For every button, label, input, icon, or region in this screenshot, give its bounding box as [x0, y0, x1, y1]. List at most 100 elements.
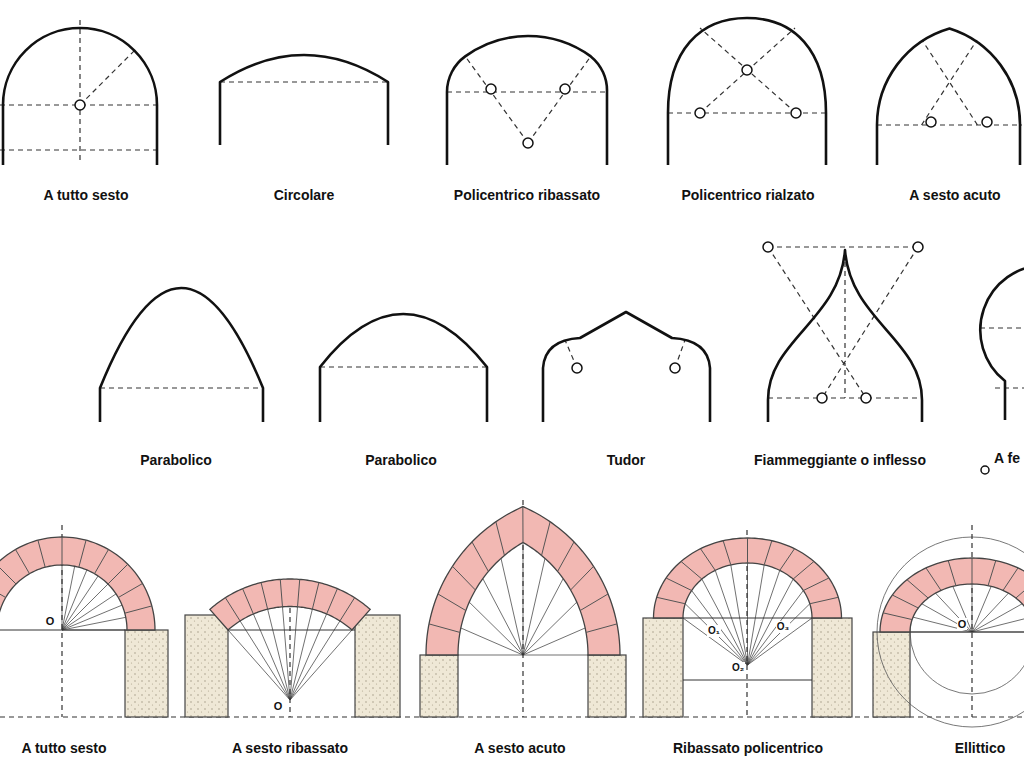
construction-line — [922, 604, 972, 632]
arch-stroke — [982, 117, 992, 127]
voussoir-joint — [79, 540, 86, 567]
construction-line — [972, 593, 1008, 632]
voussoir-joint — [108, 564, 128, 584]
voussoir-joint — [496, 522, 505, 556]
arch-stroke — [75, 100, 85, 110]
construction-line — [62, 576, 98, 630]
arch-type-label: Policentrico rialzato — [681, 187, 814, 203]
arch-stroke — [543, 312, 710, 422]
voussoir-joint — [261, 583, 268, 610]
construction-line — [972, 586, 991, 632]
arch-stroke — [812, 618, 852, 717]
construction-line — [290, 614, 327, 700]
arch-stroke — [560, 84, 570, 94]
arch-type-label: Fiammeggiante o inflesso — [754, 452, 926, 468]
arch-stroke — [588, 655, 626, 717]
center-label: O — [273, 700, 284, 713]
arch-stroke — [320, 314, 487, 422]
voussoir-joint — [340, 598, 355, 621]
arch-stroke — [873, 632, 910, 717]
construction-line — [228, 630, 290, 700]
voussoir-joint — [438, 594, 466, 611]
arch-type-label: A tutto sesto — [43, 187, 128, 203]
voussoir-joint — [0, 564, 16, 584]
voussoir-joint — [892, 595, 918, 608]
arch-stroke — [817, 393, 827, 403]
construction-line — [748, 579, 794, 665]
voussoir-joint — [125, 606, 152, 613]
arch-stroke — [228, 630, 355, 631]
center-label: O — [45, 615, 56, 628]
construction-line — [523, 542, 524, 655]
arch-stroke — [447, 36, 607, 165]
voussoir-joint — [0, 584, 6, 598]
voussoir-joint — [225, 598, 240, 621]
construction-line — [458, 655, 523, 656]
arch-stroke — [926, 117, 936, 127]
arch-stroke — [0, 20, 160, 160]
arch-stroke — [668, 18, 826, 165]
arch-stroke — [768, 250, 922, 422]
construction-line — [501, 558, 523, 655]
arch-stroke — [877, 40, 1022, 125]
voussoir-joint — [95, 549, 109, 573]
arch-type-label: Circolare — [274, 187, 335, 203]
arch-stroke — [185, 615, 228, 717]
arch-stroke — [861, 393, 871, 403]
construction-line — [748, 570, 780, 665]
arch-ring — [0, 537, 155, 630]
construction-line — [972, 584, 973, 632]
voussoir-ring — [654, 538, 842, 665]
voussoir-ring — [880, 558, 1024, 632]
voussoir-ring — [0, 537, 155, 630]
arch-type-label: A sesto acuto — [909, 187, 1000, 203]
voussoir-ring — [426, 507, 620, 655]
arch-ferro-di-cavallo — [980, 265, 1024, 474]
arch-policentrico-ribassato — [447, 36, 607, 165]
construction-line — [910, 632, 972, 633]
arch-stroke — [320, 366, 487, 367]
voussoir-joint — [558, 542, 574, 572]
construction-line — [913, 617, 972, 632]
arch-stroke — [971, 525, 972, 717]
construction-line — [62, 617, 126, 630]
construction-line — [748, 618, 813, 665]
arch-tutto-sesto — [0, 20, 160, 165]
construction-line — [936, 593, 972, 632]
voussoir-joint — [1003, 568, 1018, 591]
voussoir-joint — [780, 549, 795, 571]
arch-stroke — [486, 84, 496, 94]
construction-line — [461, 628, 523, 655]
voussoir-joint — [793, 561, 814, 579]
construction-line — [972, 617, 1024, 632]
voussoir-joint — [988, 561, 996, 586]
arch-sesto-acuto — [877, 29, 1022, 166]
arch-ring — [880, 558, 1024, 632]
masonry-arches — [0, 500, 1024, 727]
construction-line — [692, 591, 748, 666]
construction-line — [62, 605, 122, 630]
arch-policentrico-rialzato — [668, 18, 826, 165]
arch-stroke — [3, 28, 157, 165]
arch-parabolico — [100, 288, 263, 422]
arch-stroke — [220, 55, 388, 145]
center-label: O₁ — [707, 625, 721, 637]
construction-line — [747, 563, 748, 665]
arch-parabolico — [320, 314, 487, 422]
voussoir-joint — [657, 597, 685, 603]
voussoir-joint — [586, 624, 617, 633]
arch-stroke — [763, 242, 773, 252]
arch-type-label: A tutto sesto — [21, 740, 106, 756]
arch-stroke — [565, 340, 685, 368]
arch-stroke — [910, 632, 1024, 633]
arch-type-label: Ribassato policentrico — [673, 740, 823, 756]
construction-line — [972, 604, 1022, 632]
voussoir-joint — [280, 579, 282, 606]
voussoir-ring — [210, 579, 370, 700]
construction-line — [290, 630, 352, 700]
arch-stroke — [125, 630, 168, 717]
voussoir-joint — [701, 549, 716, 571]
arch-ring — [210, 579, 370, 630]
